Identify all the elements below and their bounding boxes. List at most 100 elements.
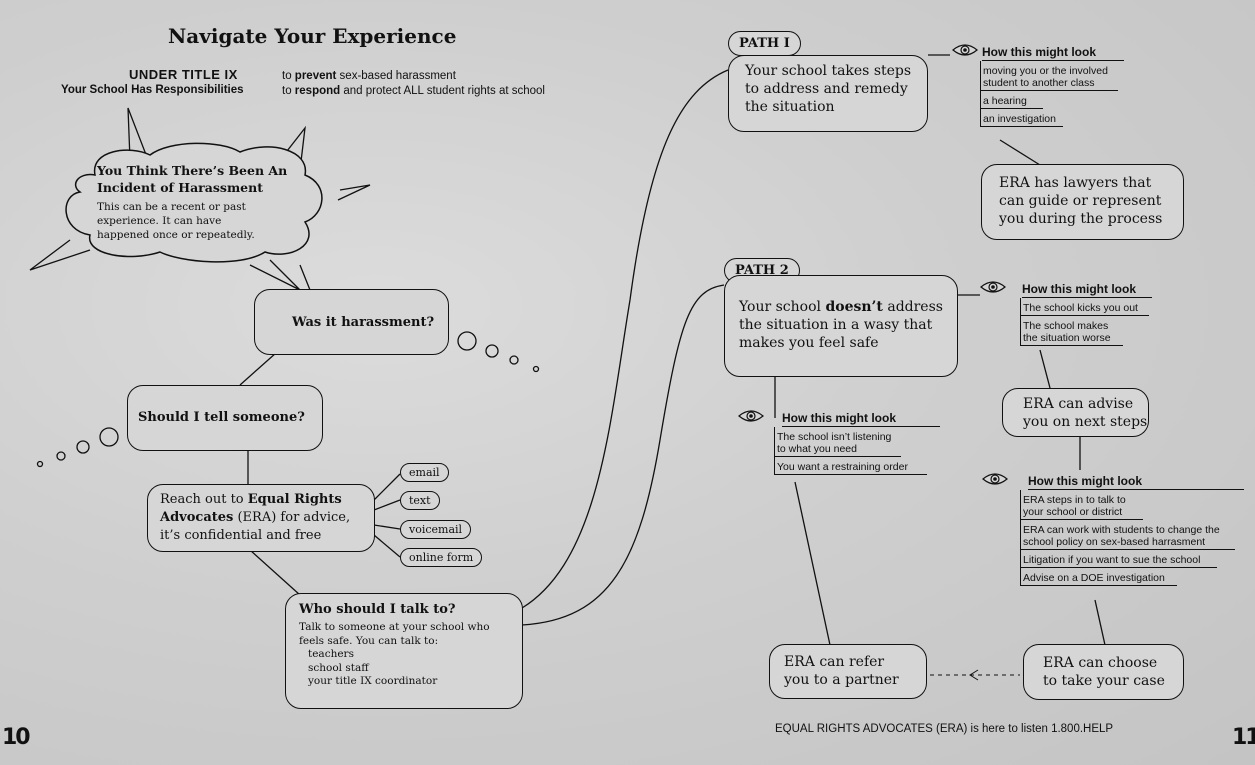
advise-line1: ERA can advise — [1023, 396, 1134, 412]
look-item: moving you or the involved student to an… — [981, 61, 1118, 91]
title-ix-line1: to prevent sex-based harassment — [282, 70, 456, 82]
incident-body: This can be a recent or past experience.… — [97, 200, 255, 242]
contact-voicemail-pill[interactable]: voicemail — [400, 520, 472, 539]
path2-line3: makes you feel safe — [739, 335, 879, 351]
look-item: a hearing — [981, 91, 1043, 109]
title-ix-subheading: Your School Has Responsibilities — [61, 84, 244, 96]
incident-title: You Think There’s Been An Incident of Ha… — [97, 162, 287, 196]
reach-line3: it’s confidential and free — [160, 528, 322, 543]
path1-look-header: How this might look — [982, 46, 1124, 61]
contact-text-pill[interactable]: text — [400, 491, 440, 510]
path1-line3: the situation — [745, 99, 835, 115]
contact-online-form-pill[interactable]: online form — [400, 548, 483, 567]
line1-prefix: to — [282, 70, 292, 82]
advise-line2: you on next steps — [1023, 414, 1148, 430]
choose-text: ERA can choose to take your case — [1043, 654, 1165, 690]
look-item: The school isn’t listening to what you n… — [775, 427, 901, 457]
refer-box: ERA can refer you to a partner — [769, 644, 927, 699]
incident-body-line2: experience. It can have — [97, 215, 222, 227]
harassment-question-box: Was it harassment? — [254, 289, 449, 355]
path2-look-items: The school kicks you out The school make… — [1020, 298, 1152, 346]
who-line1: Talk to someone at your school who — [299, 621, 490, 633]
choose-line2: to take your case — [1043, 673, 1165, 689]
line1-bold: prevent — [294, 70, 337, 82]
advise-box: ERA can advise you on next steps — [1002, 388, 1149, 437]
path2-line1a: Your school — [739, 299, 821, 315]
line2-prefix: to — [282, 85, 292, 97]
look-item: The school makes the situation worse — [1021, 316, 1123, 346]
incident-body-line3: happened once or repeatedly. — [97, 229, 255, 241]
reach-line2b: (ERA) for advice, — [237, 510, 351, 525]
lawyers-text: ERA has lawyers that can guide or repres… — [999, 174, 1162, 228]
who-item: your title IX coordinator — [308, 675, 438, 687]
look-item: You want a restraining order — [775, 457, 927, 475]
path2-look-list: How this might look The school kicks you… — [980, 281, 1152, 346]
line2-bold: respond — [294, 85, 341, 97]
left-look-items: The school isn’t listening to what you n… — [774, 427, 940, 475]
left-look-list: How this might look The school isn’t lis… — [738, 410, 940, 475]
path1-text: Your school takes steps to address and r… — [745, 62, 911, 116]
advise-text: ERA can advise you on next steps — [1023, 395, 1147, 431]
eye-icon — [952, 44, 978, 56]
who-title: Who should I talk to? — [299, 602, 456, 617]
look-item: Litigation if you want to sue the school — [1021, 550, 1217, 568]
line1-suffix: sex-based harassment — [339, 70, 456, 82]
who-line2: feels safe. You can talk to: — [299, 634, 439, 647]
path2-look-header: How this might look — [1022, 283, 1152, 298]
contact-email-pill[interactable]: email — [400, 463, 449, 482]
incident-title-line2: Incident of Harassment — [97, 180, 263, 195]
refer-text: ERA can refer you to a partner — [784, 653, 899, 689]
reach-out-text: Reach out to Equal Rights Advocates (ERA… — [160, 491, 350, 545]
reach-line2a: Advocates — [160, 510, 234, 525]
reach-out-box: Reach out to Equal Rights Advocates (ERA… — [147, 484, 375, 552]
page-number-left: 10 — [2, 725, 31, 750]
refer-line1: ERA can refer — [784, 654, 885, 670]
path1-line1: Your school takes steps — [745, 63, 912, 79]
path2-text: Your school doesn’t address the situatio… — [739, 298, 943, 352]
choose-box: ERA can choose to take your case — [1023, 644, 1184, 700]
era-look-items: ERA steps in to talk to your school or d… — [1020, 490, 1244, 586]
who-item: school staff — [308, 661, 369, 674]
path1-box: Your school takes steps to address and r… — [728, 55, 928, 132]
path2-line2: the situation in a wasy that — [739, 317, 933, 333]
lawyers-box: ERA has lawyers that can guide or repres… — [981, 164, 1184, 240]
look-item: an investigation — [981, 109, 1063, 127]
look-item: ERA steps in to talk to your school or d… — [1021, 490, 1143, 520]
look-item: ERA can work with students to change the… — [1021, 520, 1235, 550]
look-item: Advise on a DOE investigation — [1021, 568, 1177, 586]
lawyers-line2: can guide or represent — [999, 193, 1162, 209]
path2-line1b: doesn’t — [825, 299, 883, 315]
era-look-header: How this might look — [1028, 475, 1244, 490]
harassment-question: Was it harassment? — [292, 315, 435, 330]
eye-icon — [982, 473, 1008, 485]
incident-body-line1: This can be a recent or past — [97, 201, 246, 213]
title-ix-line2: to respond and protect ALL student right… — [282, 85, 545, 97]
lawyers-line3: you during the process — [999, 211, 1163, 227]
tell-question: Should I tell someone? — [138, 410, 305, 425]
page-number-right: 11 — [1232, 725, 1255, 750]
choose-line1: ERA can choose — [1043, 655, 1158, 671]
path2-box: Your school doesn’t address the situatio… — [724, 275, 958, 377]
footer-text: EQUAL RIGHTS ADVOCATES (ERA) is here to … — [775, 723, 1114, 735]
who-item: teachers — [308, 648, 354, 660]
refer-line2: you to a partner — [784, 672, 899, 688]
path1-tag: PATH I — [728, 31, 801, 56]
era-look-list: How this might look ERA steps in to talk… — [982, 473, 1244, 586]
reach-line1b: Equal Rights — [247, 492, 342, 507]
eye-icon — [980, 281, 1006, 293]
eye-icon — [738, 410, 764, 422]
tell-question-box: Should I tell someone? — [127, 385, 323, 451]
path1-line2: to address and remedy — [745, 81, 908, 97]
path1-look-list: How this might look moving you or the in… — [952, 44, 1124, 127]
look-item: The school kicks you out — [1021, 298, 1149, 316]
reach-line1a: Reach out to — [160, 492, 244, 507]
who-box: Who should I talk to? Talk to someone at… — [285, 593, 523, 709]
path2-line1c: address — [887, 299, 943, 315]
page-title: Navigate Your Experience — [168, 24, 457, 48]
title-ix-heading: UNDER TITLE IX — [129, 67, 238, 82]
lawyers-line1: ERA has lawyers that — [999, 175, 1152, 191]
path1-look-items: moving you or the involved student to an… — [980, 61, 1124, 127]
line2-suffix: and protect ALL student rights at school — [343, 85, 545, 97]
incident-title-line1: You Think There’s Been An — [97, 163, 288, 178]
